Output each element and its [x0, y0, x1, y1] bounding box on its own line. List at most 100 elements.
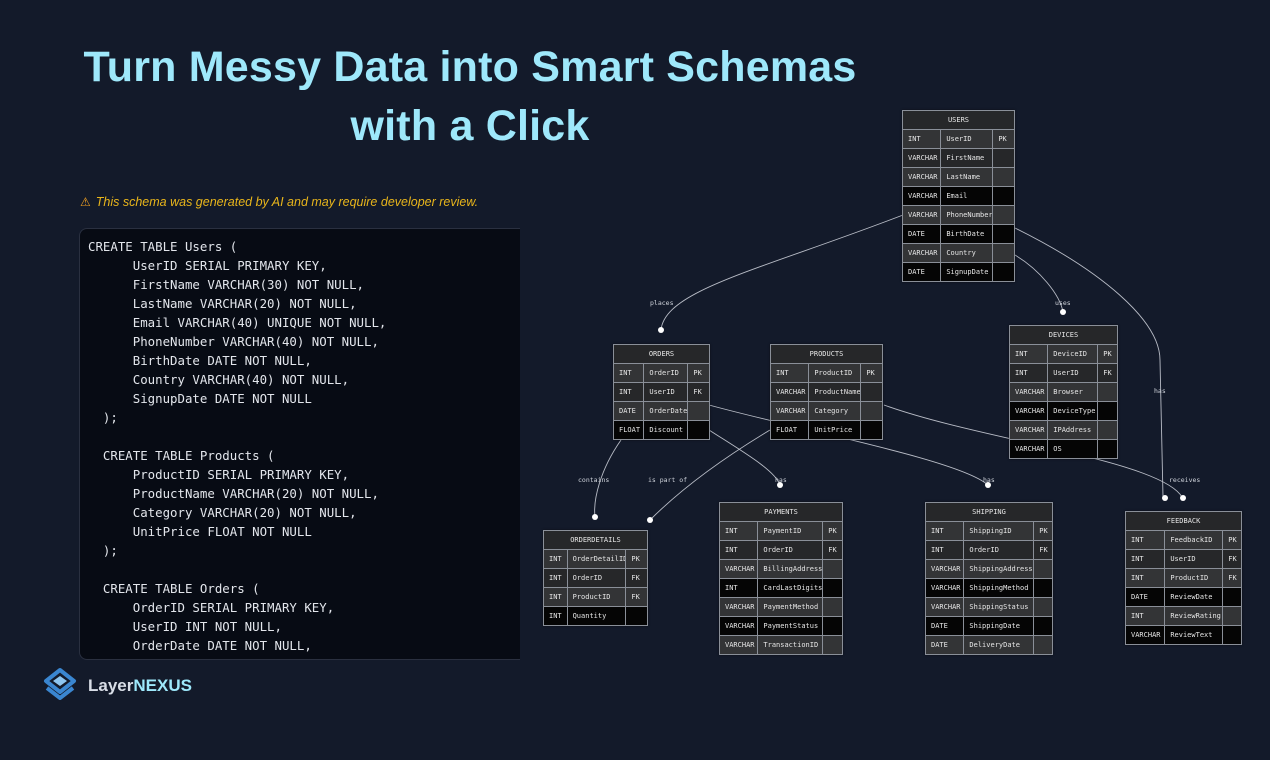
field-key	[1098, 383, 1117, 401]
field-type: VARCHAR	[903, 206, 942, 224]
field-field: DeviceType	[1048, 402, 1099, 420]
field-key	[1223, 588, 1241, 606]
field-field: CardLastDigits	[758, 579, 824, 597]
field-type: VARCHAR	[926, 579, 965, 597]
rel-end-dot	[647, 517, 653, 523]
field-field: UnitPrice	[809, 421, 862, 439]
sql-code: CREATE TABLE Users ( UserID SERIAL PRIMA…	[88, 239, 387, 653]
field-key	[823, 560, 842, 578]
field-field: ProductName	[809, 383, 862, 401]
field-type: INT	[720, 541, 759, 559]
field-type: INT	[1010, 345, 1049, 363]
field-field: BillingAddress	[758, 560, 824, 578]
field-key	[823, 617, 842, 635]
field-key	[993, 149, 1014, 167]
field-type: VARCHAR	[926, 598, 965, 616]
field-key: PK	[828, 527, 837, 535]
field-type: INT	[720, 522, 759, 540]
rel-label-is-part-of: is part of	[648, 476, 687, 484]
field-type: DATE	[903, 263, 942, 281]
field-type: VARCHAR	[720, 617, 759, 635]
field-type: VARCHAR	[903, 168, 942, 186]
field-type: VARCHAR	[903, 187, 942, 205]
field-field: ReviewText	[1165, 626, 1224, 644]
field-type: VARCHAR	[720, 598, 759, 616]
field-key	[1034, 579, 1052, 597]
field-type: DATE	[926, 636, 965, 654]
field-field: UserID	[941, 130, 994, 148]
field-type: VARCHAR	[903, 244, 942, 262]
field-key: FK	[1228, 555, 1237, 563]
field-field: Quantity	[568, 607, 627, 625]
field-type: INT	[544, 588, 568, 606]
field-type: VARCHAR	[1010, 440, 1049, 458]
sql-code-panel[interactable]: CREATE TABLE Users ( UserID SERIAL PRIMA…	[79, 228, 520, 660]
entity-header: SHIPPING	[926, 503, 1052, 522]
rel-users-feedback	[1014, 227, 1164, 498]
rel-label-receives: receives	[1169, 476, 1200, 484]
rel-orders-orderdetails	[594, 439, 622, 518]
field-type: DATE	[1126, 588, 1166, 606]
field-key	[1034, 617, 1052, 635]
field-field: DeviceID	[1048, 345, 1099, 363]
ai-warning: ⚠This schema was generated by AI and may…	[80, 195, 478, 209]
field-type: DATE	[903, 225, 942, 243]
field-type: VARCHAR	[771, 383, 810, 401]
